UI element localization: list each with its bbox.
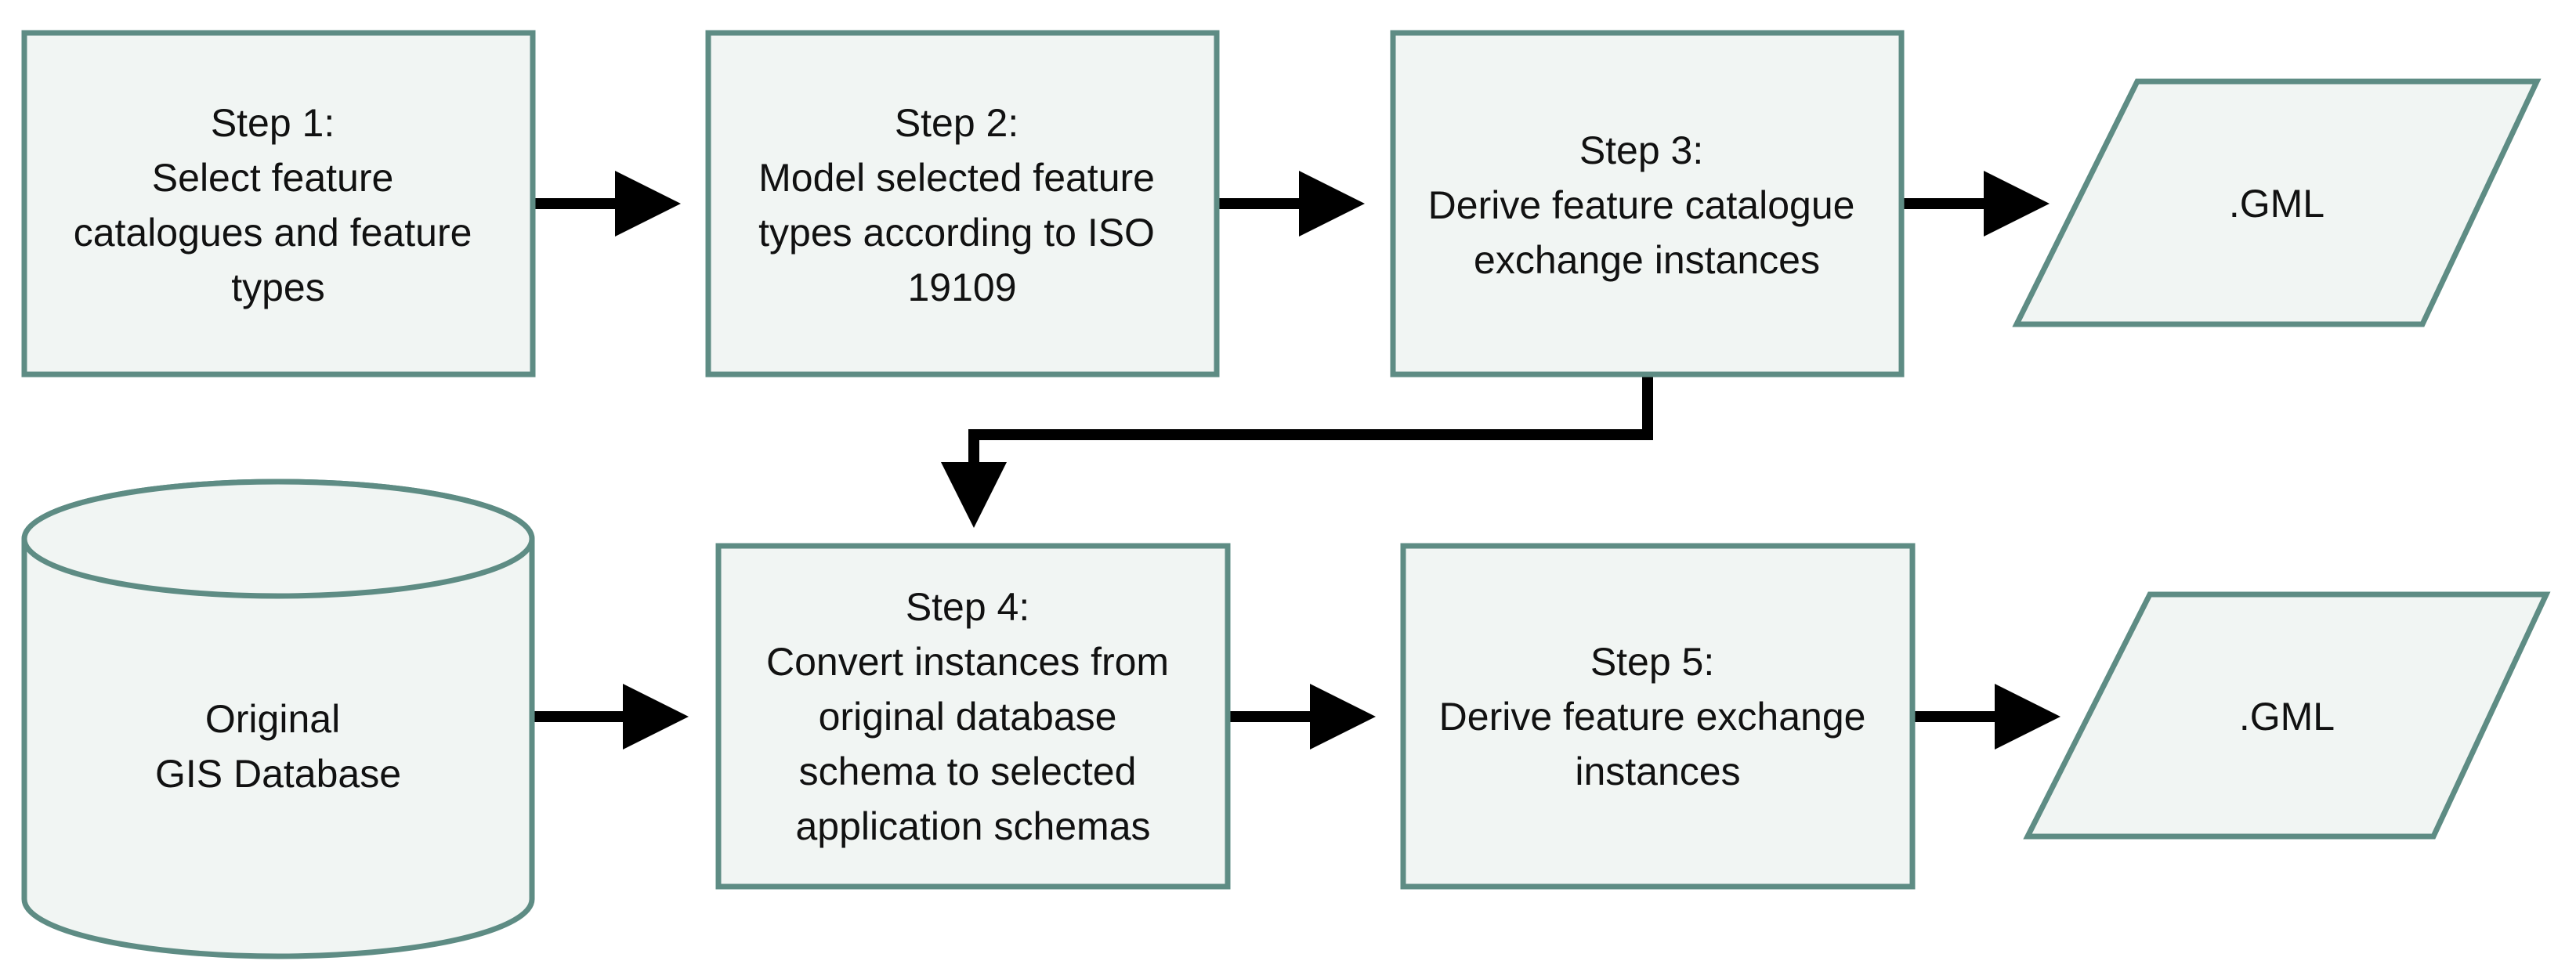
step5-box: Step 5: Derive feature exchange instance… bbox=[1400, 543, 1916, 890]
gis-database-cylinder: Original GIS Database bbox=[21, 479, 535, 959]
step2-box: Step 2: Model selected feature types acc… bbox=[705, 30, 1220, 378]
gml-output-1: .GML bbox=[2012, 78, 2542, 327]
connectors bbox=[533, 171, 2060, 750]
gml-output-2: .GML bbox=[2023, 591, 2551, 840]
arrow-step3-to-step4 bbox=[941, 374, 1653, 528]
step4-box: Step 4: Convert instances from original … bbox=[715, 543, 1231, 890]
step3-box: Step 3: Derive feature catalogue exchang… bbox=[1390, 30, 1905, 378]
step5-text: Step 5: Derive feature exchange instance… bbox=[1439, 640, 1877, 793]
step2-text: Step 2: Model selected feature types acc… bbox=[758, 101, 1166, 309]
gml-output-2-text: .GML bbox=[2239, 695, 2335, 739]
step1-box: Step 1: Select feature catalogues and fe… bbox=[21, 30, 536, 378]
step3-text: Step 3: Derive feature catalogue exchang… bbox=[1428, 128, 1866, 282]
gml-output-1-text: .GML bbox=[2229, 182, 2325, 226]
step1-text: Step 1: Select feature catalogues and fe… bbox=[74, 101, 483, 309]
gis-database-text: Original GIS Database bbox=[155, 697, 401, 796]
step4-text: Step 4: Convert instances from original … bbox=[766, 585, 1180, 848]
